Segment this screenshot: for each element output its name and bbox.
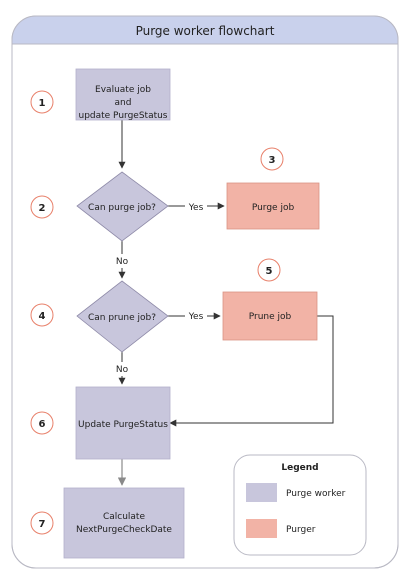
update-status-label: Update PurgeStatus	[78, 420, 168, 430]
calculate-line-2: NextPurgeCheckDate	[76, 525, 172, 535]
step-badge-6: 6	[30, 411, 54, 435]
can-prune-label: Can prune job?	[88, 313, 156, 323]
step-badge-5: 5	[257, 258, 281, 282]
step-number-3: 3	[269, 155, 276, 166]
page-title: Purge worker flowchart	[136, 24, 275, 38]
no-label-purge: No	[116, 257, 129, 267]
node-can-prune-decision: Can prune job?	[76, 280, 169, 353]
step-badges: 1 2 3 4 5 6 7	[30, 90, 284, 535]
step-number-5: 5	[266, 266, 273, 277]
step-badge-7: 7	[30, 511, 54, 535]
legend-swatch-purger	[246, 519, 277, 538]
legend-label-purger: Purger	[286, 525, 316, 535]
can-purge-label: Can purge job?	[88, 203, 156, 213]
step-badge-2: 2	[30, 195, 54, 219]
edge-prune-to-update	[169, 315, 334, 427]
step-badge-3: 3	[260, 147, 284, 171]
evaluate-line-3: update PurgeStatus	[78, 111, 167, 121]
prune-job-label: Prune job	[249, 312, 292, 322]
step-number-2: 2	[39, 203, 46, 214]
legend-swatch-worker	[246, 483, 277, 502]
node-prune-job: Prune job	[222, 291, 318, 341]
yes-label-purge: Yes	[188, 203, 204, 213]
node-purge-job: Purge job	[226, 182, 320, 230]
purge-job-label: Purge job	[252, 203, 295, 213]
evaluate-line-2: and	[115, 98, 132, 108]
edge-labels: Yes No Yes No	[113, 199, 207, 376]
step-number-6: 6	[39, 419, 46, 430]
step-number-1: 1	[39, 98, 46, 109]
calculate-line-1: Calculate	[103, 512, 145, 522]
legend-label-worker: Purge worker	[286, 489, 346, 499]
node-can-purge-decision: Can purge job?	[76, 171, 169, 242]
header-band	[12, 16, 398, 44]
step-badge-4: 4	[30, 303, 54, 327]
legend: Legend Purge worker Purger	[233, 454, 367, 556]
no-label-prune: No	[116, 365, 129, 375]
node-update-purgestatus: Update PurgeStatus	[75, 386, 171, 460]
legend-title: Legend	[281, 463, 318, 473]
step-number-4: 4	[39, 311, 46, 322]
step-badge-1: 1	[30, 90, 54, 114]
node-evaluate-job: Evaluate job and update PurgeStatus	[75, 68, 171, 121]
node-calculate-date: Calculate NextPurgeCheckDate	[63, 487, 185, 559]
step-number-7: 7	[39, 519, 46, 530]
yes-label-prune: Yes	[188, 312, 204, 322]
evaluate-line-1: Evaluate job	[95, 85, 151, 95]
